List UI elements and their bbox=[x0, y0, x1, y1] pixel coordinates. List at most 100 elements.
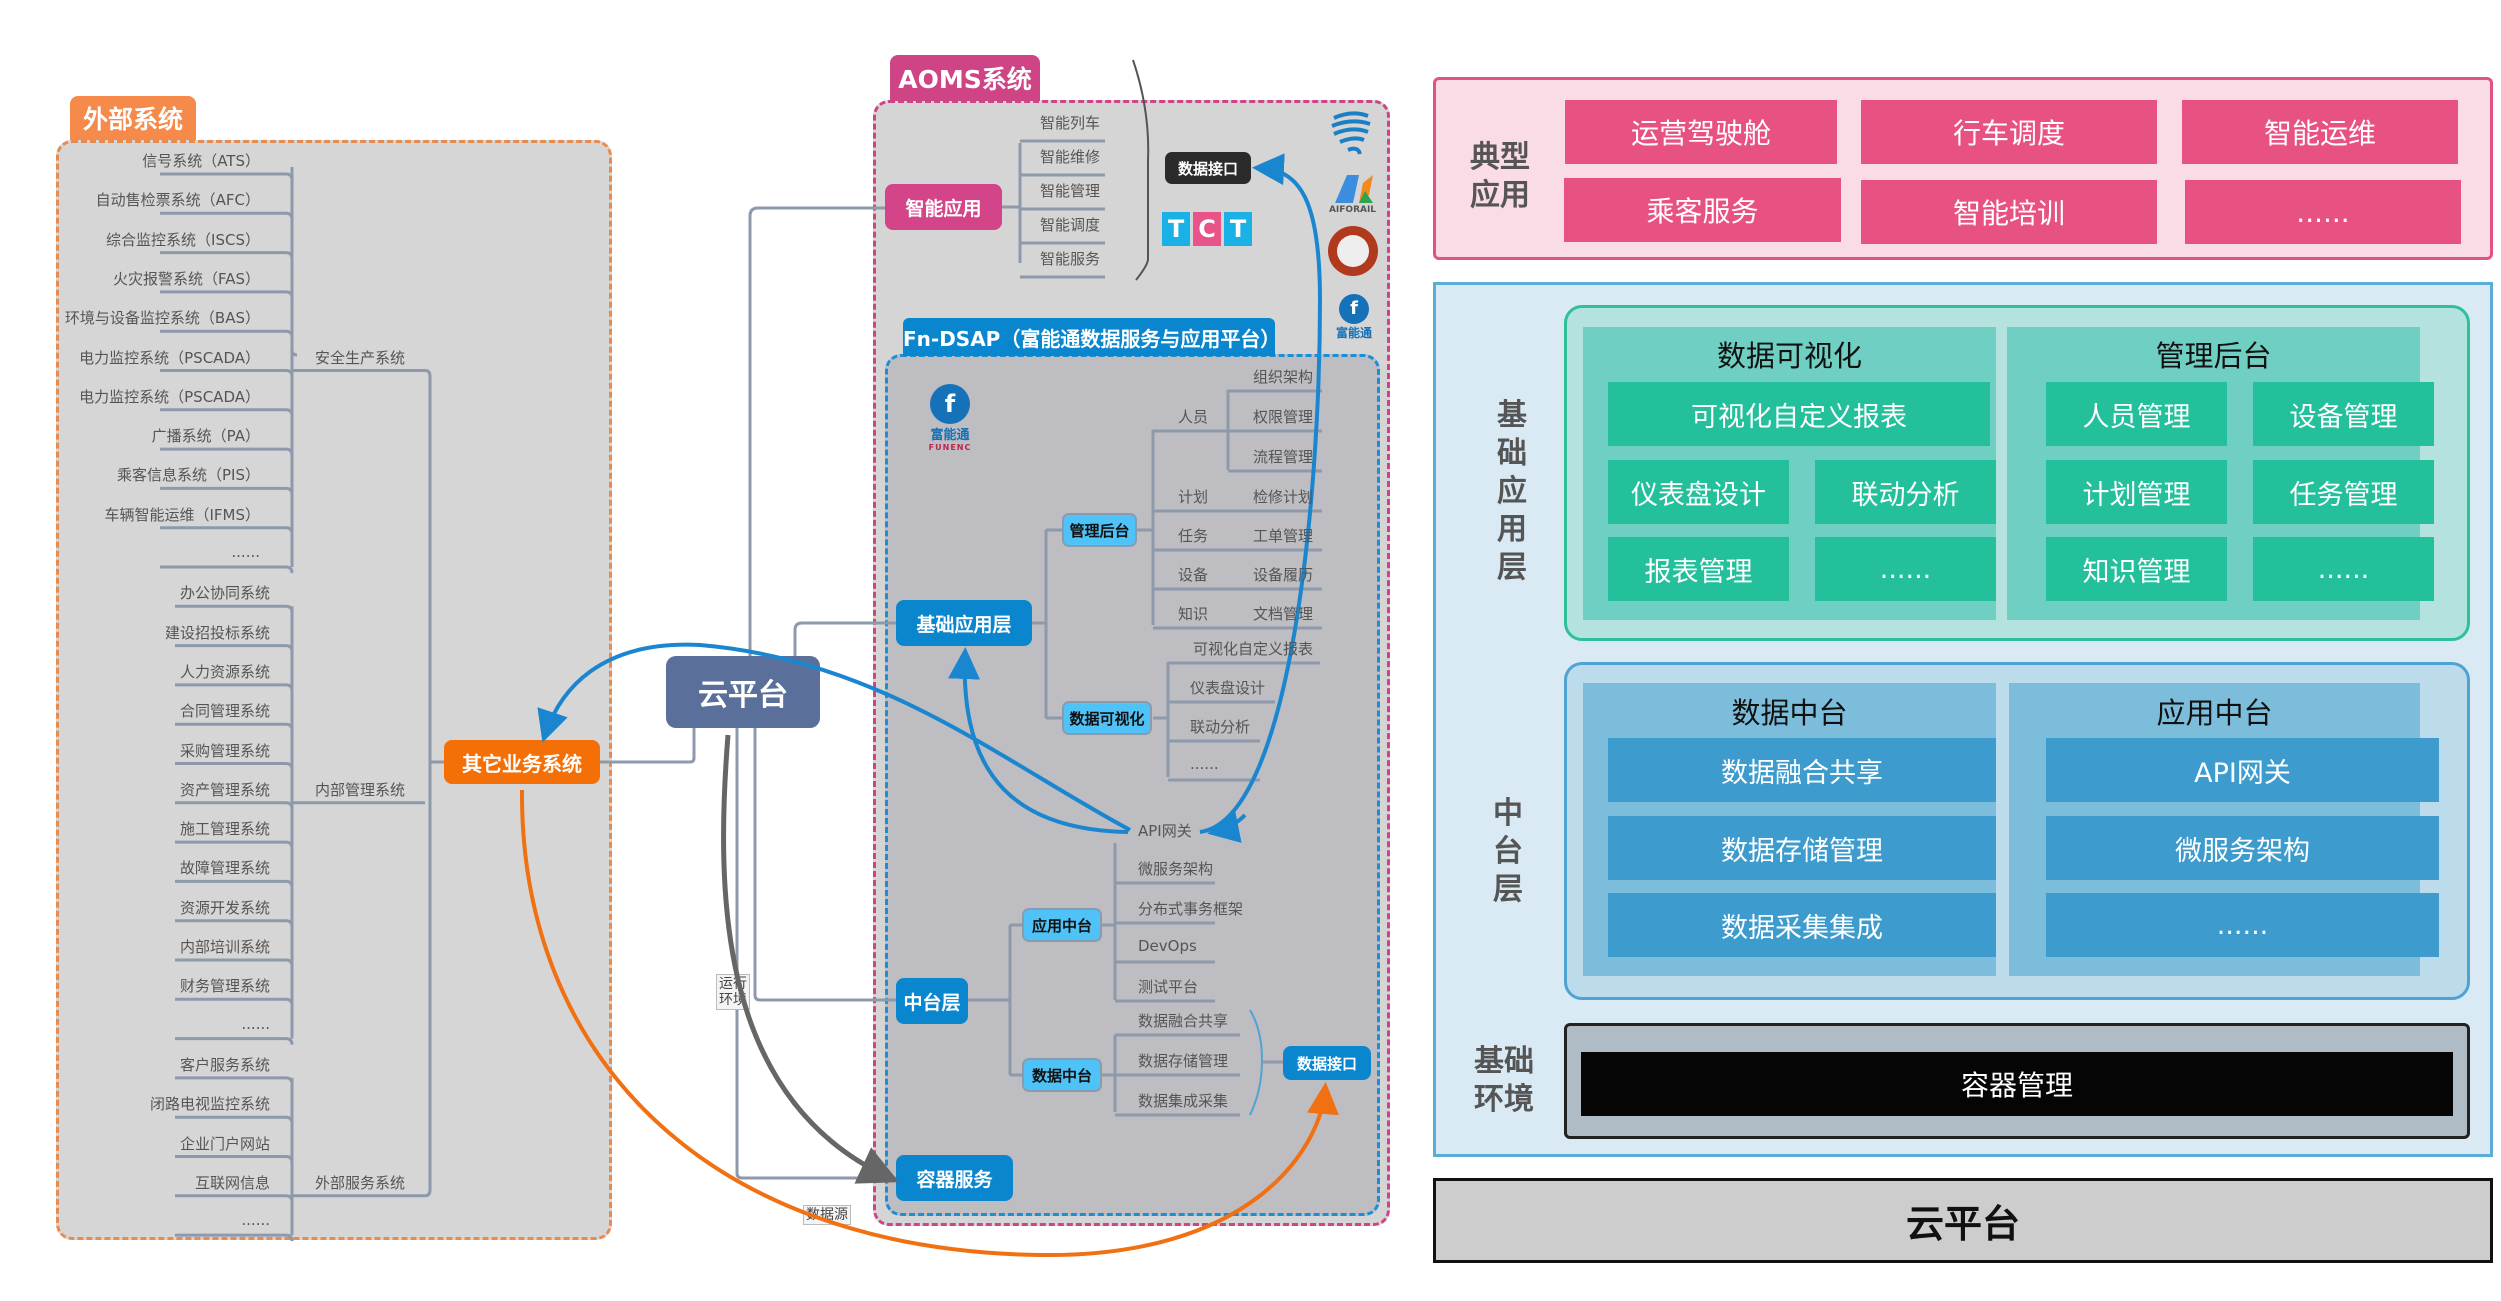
external-system-item[interactable]: 信号系统（ATS） bbox=[142, 152, 260, 170]
item-underline bbox=[160, 172, 294, 181]
typical-app-cell[interactable]: ...... bbox=[2185, 180, 2461, 244]
data-interface-bottom-node[interactable]: 数据接口 bbox=[1283, 1046, 1371, 1080]
typical-apps-label-l2: 应用 bbox=[1470, 178, 1530, 213]
app-mid-cell[interactable]: ...... bbox=[2046, 893, 2439, 957]
mgmt-backend-node[interactable]: 管理后台 bbox=[1062, 513, 1137, 547]
typical-apps-label-l1: 典型 bbox=[1470, 140, 1530, 175]
external-system-item[interactable]: ...... bbox=[241, 1211, 270, 1230]
cloud-platform-node[interactable]: 云平台 bbox=[666, 656, 820, 728]
external-system-item[interactable]: 故障管理系统 bbox=[179, 859, 270, 878]
typical-app-cell[interactable]: 智能培训 bbox=[1861, 180, 2157, 244]
external-system-item[interactable]: 综合监控系统（ISCS） bbox=[106, 230, 260, 249]
elephant-logo-icon bbox=[1328, 226, 1378, 276]
item-underline bbox=[175, 1155, 294, 1163]
external-system-item[interactable]: 内部培训系统 bbox=[179, 938, 270, 956]
external-system-item[interactable]: 客户服务系统 bbox=[179, 1055, 270, 1074]
external-system-item[interactable]: ...... bbox=[231, 543, 260, 561]
data-viz-node[interactable]: 数据可视化 bbox=[1062, 701, 1152, 735]
viz-cell[interactable]: ...... bbox=[1815, 537, 1996, 601]
runtime-env-label-l1: 运行 bbox=[719, 976, 747, 992]
funenc-inner-sub: FUNENC bbox=[928, 443, 972, 452]
external-system-item[interactable]: 企业门户网站 bbox=[179, 1134, 270, 1153]
container-mgmt-cell[interactable]: 容器管理 bbox=[1581, 1052, 2453, 1116]
mgmt-item: 流程管理 bbox=[1253, 448, 1314, 466]
brace-bottom bbox=[1249, 1009, 1264, 1116]
smart-app-node[interactable]: 智能应用 bbox=[885, 184, 1002, 230]
app-mid-item: 测试平台 bbox=[1138, 978, 1199, 996]
data-mid-cell[interactable]: 数据存储管理 bbox=[1608, 816, 1996, 880]
data-interface-top-node[interactable]: 数据接口 bbox=[1165, 152, 1251, 184]
vertical-label-char: 台 bbox=[1493, 834, 1523, 869]
item-underline bbox=[160, 211, 294, 220]
connector bbox=[968, 923, 1022, 1077]
data-mid-node[interactable]: 数据中台 bbox=[1022, 1058, 1102, 1092]
mgmt-cell[interactable]: 设备管理 bbox=[2253, 382, 2434, 446]
cloud-platform-bar[interactable]: 云平台 bbox=[1433, 1178, 2493, 1263]
viz-cell[interactable]: 仪表盘设计 bbox=[1608, 460, 1789, 524]
app-mid-column-title: 应用中台 bbox=[2156, 696, 2273, 730]
mgmt-category: 人员 bbox=[1178, 408, 1209, 426]
external-system-item[interactable]: 电力监控系统（PSCADA） bbox=[79, 348, 260, 367]
viz-cell[interactable]: 报表管理 bbox=[1608, 537, 1789, 601]
external-system-item[interactable]: 广播系统（PA） bbox=[151, 427, 260, 446]
app-mid-item: 微服务架构 bbox=[1138, 860, 1214, 878]
app-mid-cell[interactable]: API网关 bbox=[2046, 738, 2439, 802]
external-systems-panel bbox=[56, 140, 612, 1240]
external-system-item[interactable]: 乘客信息系统（PIS） bbox=[117, 466, 260, 485]
eagle-logo-icon bbox=[1330, 110, 1372, 158]
viz-item: 可视化自定义报表 bbox=[1193, 640, 1314, 658]
external-system-item[interactable]: 施工管理系统 bbox=[179, 820, 270, 839]
typical-app-cell[interactable]: 乘客服务 bbox=[1564, 178, 1841, 242]
external-system-item[interactable]: 建设招投标系统 bbox=[164, 623, 270, 642]
external-system-item[interactable]: 办公协同系统 bbox=[179, 584, 270, 603]
external-system-item[interactable]: 合同管理系统 bbox=[179, 702, 270, 721]
app-mid-cell[interactable]: 微服务架构 bbox=[2046, 816, 2439, 880]
external-system-item[interactable]: 火灾报警系统（FAS） bbox=[112, 269, 260, 288]
container-service-node[interactable]: 容器服务 bbox=[896, 1155, 1013, 1201]
mgmt-cell[interactable]: ...... bbox=[2253, 537, 2434, 601]
item-underline bbox=[175, 1115, 294, 1124]
item-underline bbox=[175, 722, 294, 731]
typical-app-cell[interactable]: 智能运维 bbox=[2182, 100, 2458, 164]
external-system-item[interactable]: 电力监控系统（PSCADA） bbox=[79, 387, 260, 406]
external-system-item[interactable]: 闭路电视监控系统 bbox=[149, 1095, 270, 1114]
external-system-item[interactable]: ...... bbox=[241, 1014, 270, 1033]
external-system-item[interactable]: 人力资源系统 bbox=[179, 662, 270, 681]
external-system-item[interactable]: 资产管理系统 bbox=[179, 780, 270, 799]
app-mid-node[interactable]: 应用中台 bbox=[1022, 908, 1102, 942]
external-system-item[interactable]: 自动售检票系统（AFC） bbox=[95, 191, 260, 210]
base-app-layer-node[interactable]: 基础应用层 bbox=[896, 600, 1032, 646]
external-system-item[interactable]: 采购管理系统 bbox=[179, 741, 270, 760]
root-spine bbox=[424, 369, 444, 1198]
runtime-env-label: 运行 环境 bbox=[716, 974, 750, 1010]
item-underline bbox=[175, 879, 294, 888]
viz-wide-cell[interactable]: 可视化自定义报表 bbox=[1608, 382, 1990, 446]
typical-app-cell[interactable]: 行车调度 bbox=[1861, 100, 2157, 164]
external-system-item[interactable]: 互联网信息 bbox=[194, 1173, 270, 1192]
data-mid-item: 数据融合共享 bbox=[1138, 1012, 1229, 1030]
mgmt-cell[interactable]: 任务管理 bbox=[2253, 460, 2434, 524]
typical-app-cell[interactable]: 运营驾驶舱 bbox=[1565, 100, 1837, 164]
external-system-item[interactable]: 财务管理系统 bbox=[179, 977, 270, 996]
mgmt-cell[interactable]: 人员管理 bbox=[2046, 382, 2227, 446]
mgmt-cell[interactable]: 计划管理 bbox=[2046, 460, 2227, 524]
item-underline bbox=[160, 526, 294, 534]
item-underline bbox=[175, 683, 294, 691]
funenc-inner-text: 富能通 bbox=[930, 428, 970, 443]
external-group-label: 安全生产系统 bbox=[315, 348, 406, 367]
external-system-item[interactable]: 资源开发系统 bbox=[179, 898, 270, 917]
viz-cell[interactable]: 联动分析 bbox=[1815, 460, 1996, 524]
viz-item: ...... bbox=[1190, 755, 1219, 773]
external-system-item[interactable]: 车辆智能运维（IFMS） bbox=[104, 505, 260, 524]
tct-logo: T C T bbox=[1162, 212, 1252, 246]
data-mid-cell[interactable]: 数据采集集成 bbox=[1608, 893, 1996, 957]
vertical-label-char: 中 bbox=[1493, 796, 1523, 831]
base-env-label-l2: 环境 bbox=[1474, 1082, 1534, 1117]
data-mid-cell[interactable]: 数据融合共享 bbox=[1608, 738, 1996, 802]
typical-apps-label: 典型 应用 bbox=[1470, 139, 1530, 215]
external-system-item[interactable]: 环境与设备监控系统（BAS） bbox=[64, 309, 260, 328]
mid-layer-node[interactable]: 中台层 bbox=[896, 978, 968, 1024]
item-underline bbox=[175, 958, 294, 967]
mgmt-item: 组织架构 bbox=[1253, 368, 1314, 386]
mgmt-cell[interactable]: 知识管理 bbox=[2046, 537, 2227, 601]
